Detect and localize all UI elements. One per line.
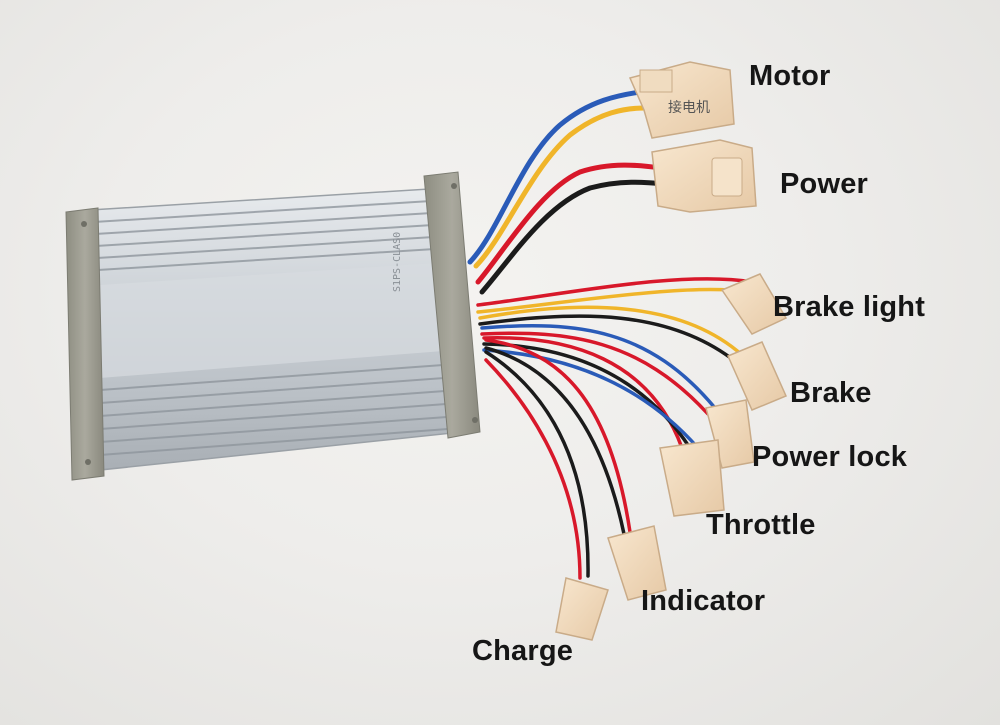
power-wire-red [475, 162, 663, 285]
label-motor: Motor [749, 60, 831, 92]
motor-wire-blue [467, 89, 643, 265]
brake-connector [727, 341, 787, 411]
label-brake: Brake [790, 377, 872, 409]
label-throttle: Throttle [706, 509, 816, 541]
label-charge: Charge [472, 635, 574, 667]
power-wire-black [479, 179, 668, 295]
indicator-connector [607, 525, 667, 601]
motor-wire-yellow [473, 105, 648, 269]
label-power-lock: Power lock [752, 441, 908, 473]
power-connector [651, 139, 757, 213]
svg-text:接电机: 接电机 [668, 99, 710, 116]
label-indicator: Indicator [641, 585, 766, 617]
label-power: Power [780, 168, 869, 200]
throttle-connector [659, 439, 725, 517]
svg-text:S1PS-CLAS0: S1PS-CLAS0 [392, 232, 403, 292]
brake-light-connector [720, 273, 788, 335]
motor-connector: 接电机 [628, 61, 735, 139]
charge-connector [555, 577, 609, 641]
label-brake-light: Brake light [773, 291, 926, 323]
controller-housing: S1PS-CLAS0 [65, 171, 481, 481]
